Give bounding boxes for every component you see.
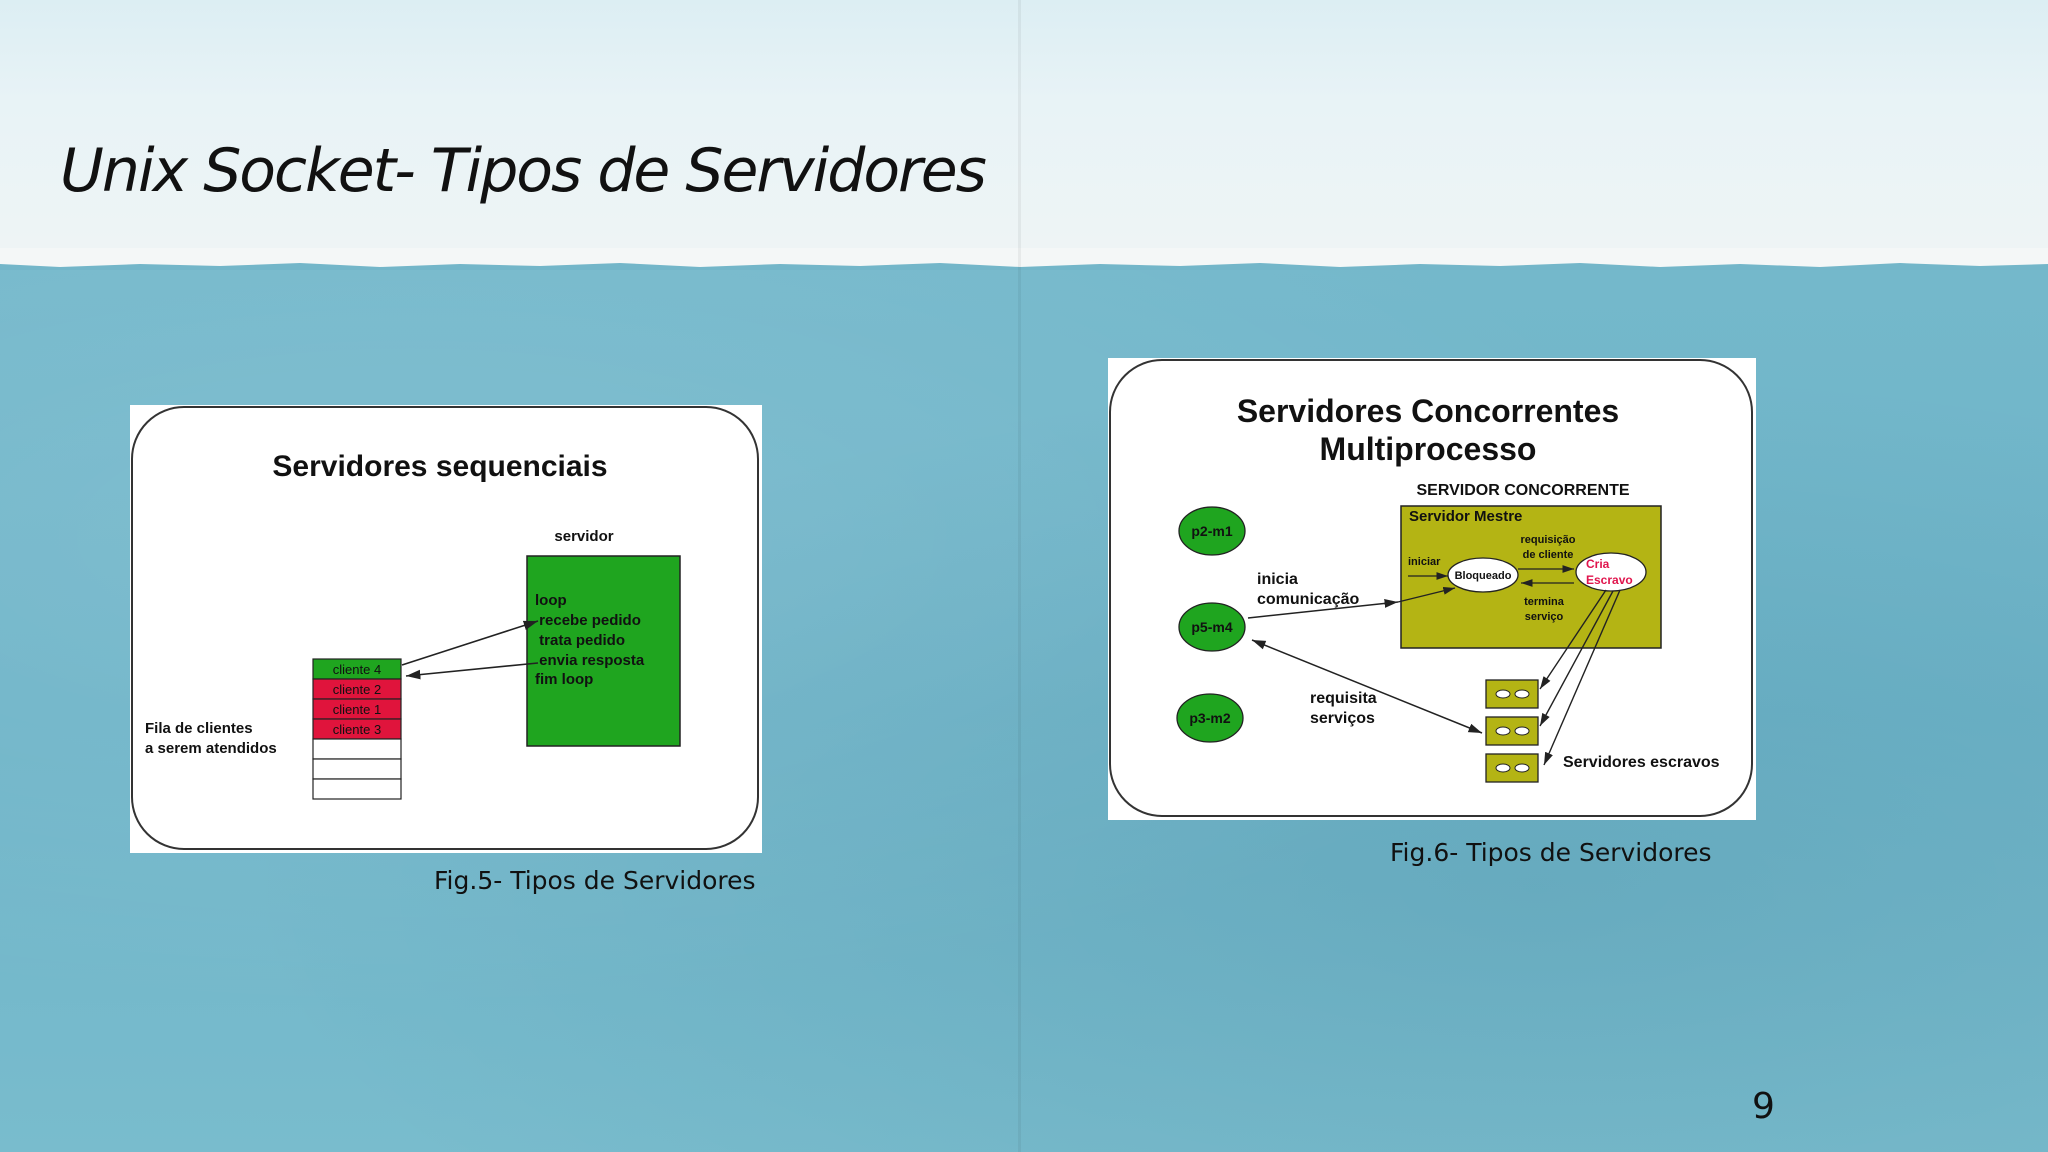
server-box [526, 555, 681, 747]
slave-server-slot [1495, 689, 1511, 699]
server-code-line: loop [535, 592, 567, 609]
server-label: servidor [554, 528, 613, 545]
queue-slot-empty [312, 738, 402, 760]
slave-server-slot [1514, 763, 1530, 773]
figure-sequential-servers: Servidores sequenciais servidor loop rec… [130, 405, 762, 853]
spawn-arrow [1539, 590, 1614, 727]
figure-5-caption: Fig.5- Tipos de Servidores [434, 866, 756, 895]
server-code-line: fim loop [535, 671, 593, 688]
requisita-servicos-arrow [1251, 639, 1483, 734]
slave-server [1485, 716, 1539, 746]
servidor-mestre-label: Servidor Mestre [1409, 508, 1522, 525]
slide-title: Unix Socket- Tipos de Servidores [60, 136, 987, 206]
figure-6-caption: Fig.6- Tipos de Servidores [1390, 838, 1712, 867]
queue-label: Fila de clientes [145, 720, 253, 737]
inicia-comunicacao-arrow [1247, 598, 1399, 619]
queue-item-label: cliente 1 [333, 702, 381, 717]
cria-escravo-label: Escravo [1586, 573, 1633, 587]
title-band [0, 0, 2048, 250]
iniciar-label: iniciar [1408, 556, 1441, 568]
slave-server [1485, 679, 1539, 709]
process-node [1176, 693, 1244, 743]
slave-server-slot [1495, 726, 1511, 736]
requisita-servicos-label: requisita [1310, 690, 1377, 707]
process-node [1178, 602, 1246, 652]
bloqueado-state [1447, 557, 1519, 593]
requisicao-label: requisição [1520, 534, 1575, 546]
arrow-to-server [401, 620, 539, 666]
server-code-line: recebe pedido [535, 612, 641, 629]
inicia-comunicacao-label: comunicação [1257, 591, 1359, 608]
server-code-line: envia resposta [535, 652, 645, 669]
slave-server-slot [1514, 689, 1530, 699]
termina-label: serviço [1525, 611, 1564, 623]
servidor-concorrente-label: SERVIDOR CONCORRENTE [1416, 482, 1629, 499]
process-node-label: p3-m2 [1189, 710, 1230, 726]
queue-item-label: cliente 3 [333, 722, 381, 737]
spawn-arrow [1539, 589, 1607, 690]
spawn-arrow [1543, 589, 1621, 766]
requisita-servicos-label: serviços [1310, 710, 1375, 727]
servidores-escravos-label: Servidores escravos [1563, 754, 1720, 771]
inicia-comunicacao-label: inicia [1257, 571, 1298, 588]
server-code-line: trata pedido [535, 632, 625, 649]
queue-slot-empty [312, 778, 402, 800]
slave-server-slot [1514, 726, 1530, 736]
figure-heading: Servidores sequenciais [272, 450, 607, 483]
queue-label: a serem atendidos [145, 740, 277, 757]
cria-escravo-label: Cria [1586, 557, 1610, 571]
slave-server-slot [1495, 763, 1511, 773]
queue-slot-empty [312, 758, 402, 780]
cria-escravo-state [1575, 552, 1647, 592]
inicia-comunicacao-arrow [1397, 587, 1456, 603]
process-node-label: p5-m4 [1191, 619, 1232, 635]
process-node-label: p2-m1 [1191, 523, 1232, 539]
paper-fold-line [1018, 0, 1021, 1152]
requisicao-label: de cliente [1523, 549, 1574, 561]
queue-item-label: cliente 4 [333, 662, 381, 677]
figure-concurrent-servers: Servidores Concorrentes Multiprocesso SE… [1108, 358, 1756, 820]
termina-label: termina [1524, 596, 1565, 608]
page-number: 9 [1752, 1086, 1775, 1127]
figure-heading: Multiprocesso [1320, 431, 1537, 467]
figure-heading: Servidores Concorrentes [1237, 393, 1619, 429]
bloqueado-label: Bloqueado [1455, 570, 1512, 582]
slave-server [1485, 753, 1539, 783]
queue-item-label: cliente 2 [333, 682, 381, 697]
process-node [1178, 506, 1246, 556]
arrow-to-queue [405, 662, 539, 680]
torn-paper-edge [0, 248, 2048, 267]
